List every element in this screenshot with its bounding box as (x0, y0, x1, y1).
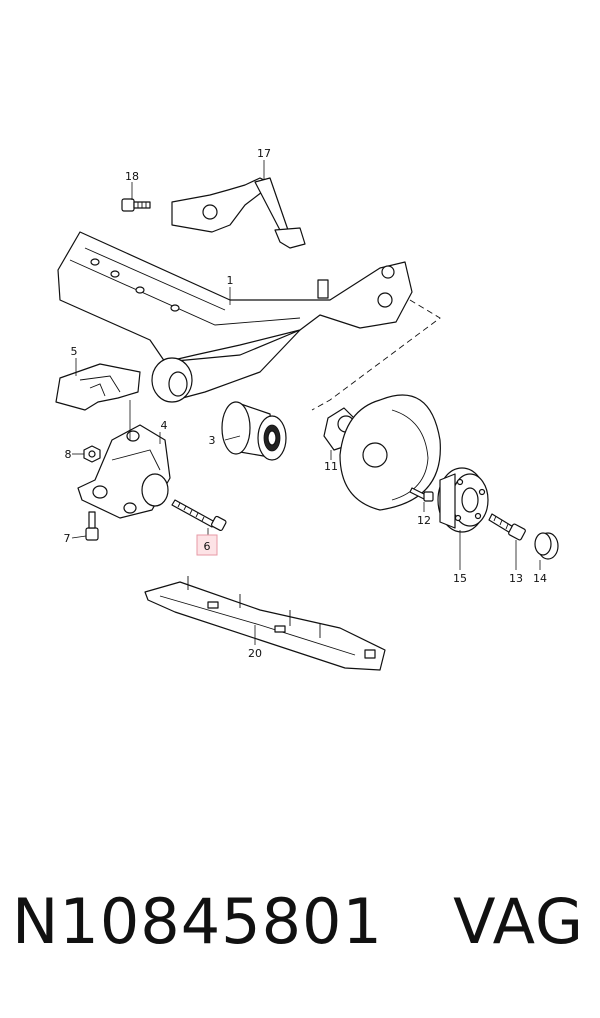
part-8-nut (83, 445, 101, 463)
callout-6: 6 (204, 540, 211, 553)
part-12-bolt (409, 487, 434, 502)
part-7-bolt (85, 511, 99, 541)
callout-3: 3 (209, 434, 216, 447)
part-18-bolt (121, 198, 151, 212)
callout-8: 8 (65, 448, 72, 461)
callout-18: 18 (125, 170, 139, 183)
callout-6-highlight (196, 534, 218, 556)
part-15-wheel-hub (437, 467, 489, 533)
callout-11: 11 (324, 460, 338, 473)
part-6-long-bolt (171, 499, 227, 532)
assembly-line-axle-hub (311, 299, 441, 411)
callout-15: 15 (453, 572, 467, 585)
part-number: N10845801 (12, 885, 383, 958)
part-14-dust-cap (534, 532, 559, 560)
brake-backing-plate (339, 394, 441, 511)
callout-4: 4 (161, 419, 168, 432)
part-5-bracket-cover (55, 363, 141, 411)
callout-12: 12 (417, 514, 431, 527)
callout-5: 5 (71, 345, 78, 358)
callout-20: 20 (248, 647, 262, 660)
part-20-underbody-panel (144, 576, 386, 671)
callout-1: 1 (227, 274, 234, 287)
part-13-hub-bolt (488, 513, 526, 541)
callout-17: 17 (257, 147, 271, 160)
part-17-level-sensor (171, 177, 306, 249)
part-3-rubber-bush (221, 401, 287, 461)
leader-lines (71, 160, 541, 645)
exploded-parts-diagram: 17 18 1 5 4 3 8 11 12 7 6 15 13 14 20 (55, 147, 559, 671)
callout-14: 14 (533, 572, 547, 585)
brand-name: VAG (453, 885, 584, 958)
part-4-bearing-bracket (77, 424, 171, 519)
footer: N10845801 VAG (0, 885, 600, 985)
callout-13: 13 (509, 572, 523, 585)
part-1-axle-beam (57, 231, 413, 403)
callout-7: 7 (64, 532, 71, 545)
